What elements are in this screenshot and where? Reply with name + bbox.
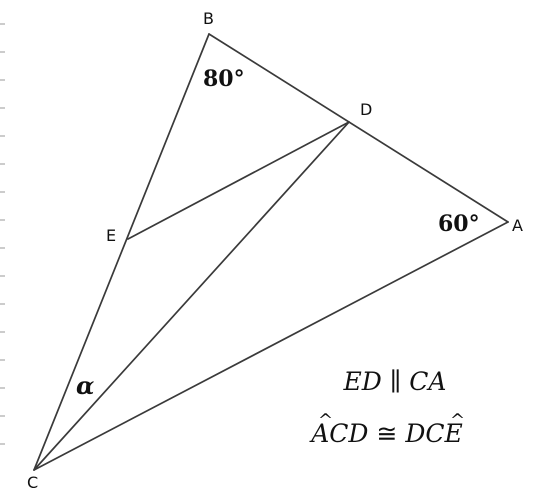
congruent-right: DCE (404, 419, 462, 448)
angle-label-B: 80° (203, 66, 245, 92)
angle-label-A: 60° (438, 211, 480, 237)
segment-CD (33, 121, 350, 471)
segment-BA (208, 33, 509, 223)
vertex-label-D: D (360, 100, 372, 119)
congruent-relation: ACD ≅ DCE (309, 419, 463, 448)
hat-mark-left: ^ (318, 410, 333, 431)
vertex-label-E: E (106, 226, 116, 245)
segment-ED (127, 121, 350, 240)
segment-CA (33, 221, 509, 471)
parallel-right: CA (409, 367, 446, 396)
vertex-label-C: C (27, 473, 38, 490)
segment-BC (33, 33, 210, 471)
parallel-left: ED (343, 367, 382, 396)
left-axis-ticks (0, 23, 5, 445)
vertex-label-A: A (512, 216, 523, 235)
vertex-label-B: B (203, 9, 214, 28)
hat-mark-right: ^ (450, 410, 465, 431)
angle-label-alpha: α (76, 371, 94, 400)
congruent-left: ACD (309, 419, 368, 448)
parallel-relation: ED ∥ CA (343, 367, 447, 396)
congruent-symbol: ≅ (376, 419, 397, 448)
parallel-symbol: ∥ (390, 367, 402, 396)
